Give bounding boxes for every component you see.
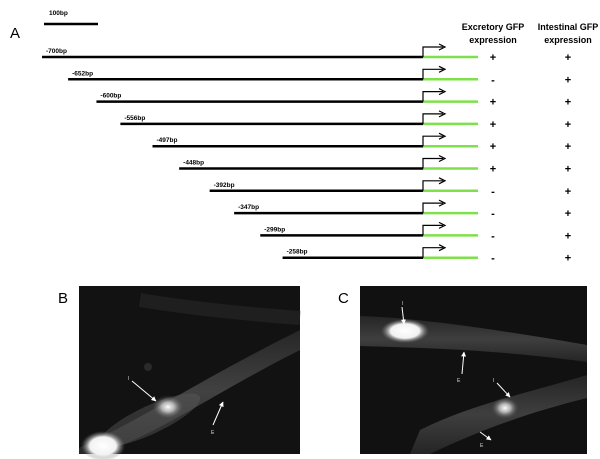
intestinal-result: + (565, 186, 571, 198)
transcription-start-arrow (422, 224, 443, 236)
construct-row: -600bp + + (96, 88, 571, 109)
construct-label: -392bp (214, 182, 235, 189)
excretory-result: + (490, 119, 496, 131)
arrowhead-icon (438, 244, 447, 252)
construct-label: -556bp (124, 115, 145, 122)
panel-b-letter: B (58, 290, 68, 307)
construct-row: -299bp - + (260, 221, 571, 242)
label-c-excretory-top: E (457, 378, 461, 384)
construct-row: -700bp + + (42, 43, 571, 64)
arrowhead-icon (438, 132, 447, 140)
intestinal-result: + (565, 164, 571, 176)
intestinal-result: + (565, 230, 571, 242)
arrowhead-icon (438, 221, 447, 229)
micrograph-c: I E I E (360, 286, 587, 454)
intestinal-result: + (565, 119, 571, 131)
construct-label: -600bp (100, 93, 121, 100)
transcription-start-arrow (422, 180, 443, 191)
transcription-start-arrow (422, 202, 443, 214)
intestinal-result: + (565, 52, 571, 64)
intestinal-result: + (565, 208, 571, 220)
intestinal-result: + (565, 97, 571, 109)
arrowhead-icon (438, 43, 447, 51)
excretory-result: - (491, 230, 495, 242)
transcription-start-arrow (422, 91, 443, 102)
intestinal-header-line2: expression (544, 35, 592, 45)
construct-row: -497bp + + (152, 132, 571, 153)
arrowhead-icon (438, 199, 447, 207)
panel-c-letter: C (338, 290, 349, 307)
panel-c: C I E I E (338, 286, 587, 454)
arrowhead-icon (438, 177, 447, 185)
construct-row: -448bp + + (179, 154, 571, 176)
label-c-intestine-bottom: I (493, 378, 494, 384)
intestinal-header-line1: Intestinal GFP (538, 22, 599, 32)
construct-row: -652bp - + (68, 65, 571, 86)
transcription-start-arrow (422, 68, 443, 80)
transcription-start-arrow (422, 46, 443, 57)
arrowhead-icon (438, 65, 447, 73)
construct-row: -392bp - + (209, 177, 571, 198)
construct-row: -258bp - + (282, 244, 571, 265)
panel-a: A 100bp Excretory GFP expression Intesti… (10, 10, 598, 265)
construct-label: -347bp (238, 204, 259, 211)
excretory-result: - (491, 208, 495, 220)
scale-bar-label: 100bp (49, 10, 68, 17)
intestinal-result: + (565, 253, 571, 265)
intestinal-result: + (565, 141, 571, 153)
label-c-excretory-bottom: E (480, 443, 484, 449)
excretory-header-line2: expression (469, 35, 517, 45)
arrowhead-icon (438, 88, 447, 96)
construct-label: -497bp (156, 137, 177, 144)
excretory-result: - (491, 186, 495, 198)
arrowhead-icon (438, 154, 447, 163)
excretory-result: + (490, 141, 496, 153)
label-c-intestine-top: I (402, 301, 403, 307)
construct-label: -448bp (183, 160, 204, 167)
excretory-result: - (491, 253, 495, 265)
transcription-start-arrow (422, 247, 443, 258)
excretory-result: + (490, 52, 496, 64)
micrograph-b: I E (79, 286, 301, 459)
excretory-result: - (491, 74, 495, 86)
construct-label: -299bp (264, 226, 285, 233)
construct-label: -652bp (72, 70, 93, 77)
transcription-start-arrow (422, 157, 443, 169)
construct-rows: -700bp + + -652bp - + -600bp + + -556bp + + -497bp + +… (42, 43, 571, 265)
excretory-header-line1: Excretory GFP (462, 22, 525, 32)
construct-row: -556bp + + (120, 110, 571, 131)
transcription-start-arrow (422, 113, 443, 124)
label-b-intestine: I (128, 376, 129, 382)
arrowhead-icon (438, 110, 447, 118)
excretory-result: + (490, 97, 496, 109)
construct-label: -700bp (46, 48, 67, 55)
label-b-excretory: E (211, 430, 215, 436)
excretory-result: + (490, 164, 496, 176)
construct-row: -347bp - + (234, 199, 571, 220)
panel-b: B I E (58, 286, 301, 459)
panel-a-letter: A (10, 25, 20, 42)
transcription-start-arrow (422, 135, 443, 147)
intestinal-result: + (565, 74, 571, 86)
construct-label: -258bp (287, 249, 308, 256)
